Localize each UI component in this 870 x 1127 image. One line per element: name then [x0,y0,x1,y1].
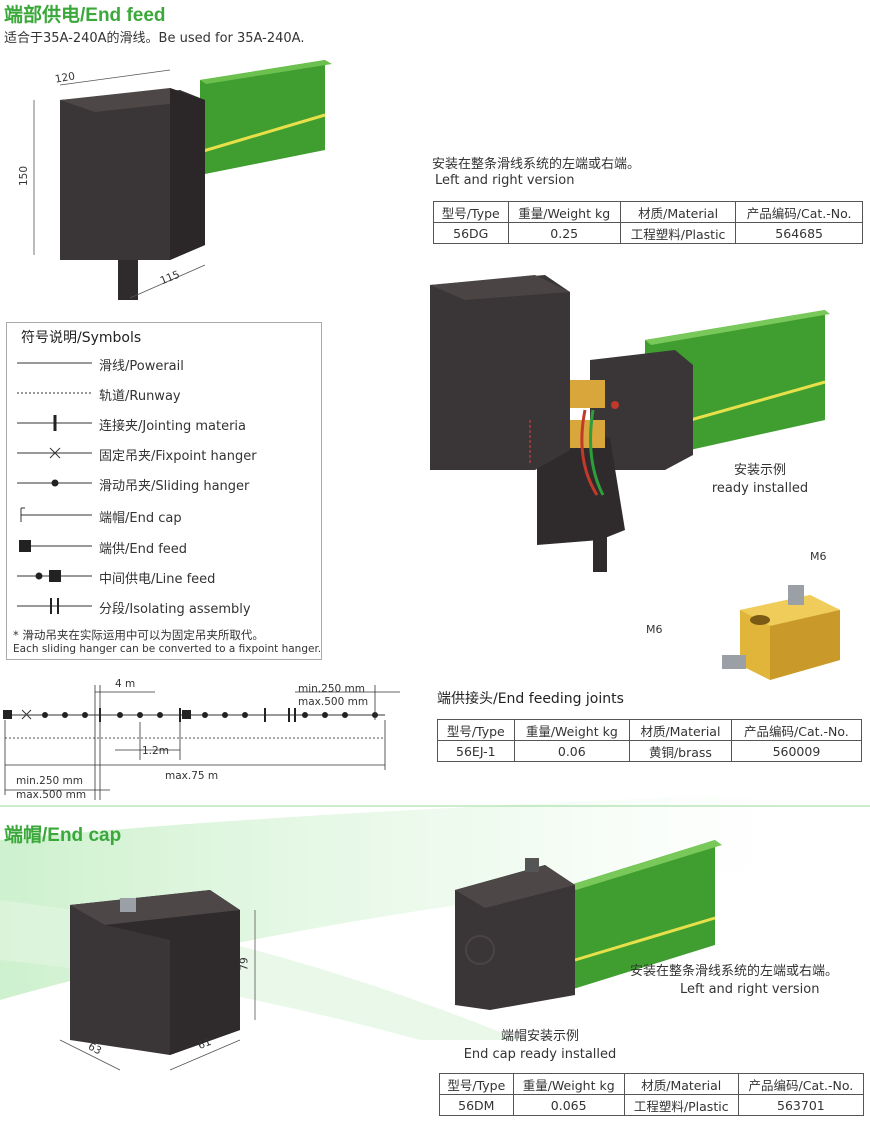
end-feed-spec-table: 型号/Type 重量/Weight kg 材质/Material 产品编码/Ca… [433,201,863,244]
end-feed-dim-height: 150 [18,165,31,187]
runway-dotted-line-icon [17,392,92,394]
end-feed-icon [19,540,92,552]
table-header-cell: 产品编码/Cat.-No. [737,1073,865,1095]
table-header-cell: 产品编码/Cat.-No. [730,719,863,741]
table-header-cell: 型号/Type [437,719,515,741]
symbol-label: 端供/End feed [99,542,188,557]
feeding-joint-drawing [722,585,840,680]
section-title-end-cap: 端帽/End cap [4,825,122,846]
symbol-label: 分段/Isolating assembly [99,602,251,617]
symbol-label: 中间供电/Line feed [99,572,216,587]
table-header-row: 型号/Type 重量/Weight kg 材质/Material 产品编码/Ca… [433,201,863,223]
symbol-label: 端帽/End cap [99,511,182,526]
layout-max-left: max.500 mm [16,789,87,801]
table-header-cell: 产品编码/Cat.-No. [735,201,863,223]
symbol-row-end-feed: 端供/End feed [7,536,317,557]
table-header-cell: 重量/Weight kg [512,1073,625,1095]
end-cap-installed-en: End cap ready installed [463,1047,617,1062]
symbol-row-sliding: 滑动吊夹/Sliding hanger [7,473,317,494]
table-cell: 0.06 [513,740,631,762]
symbol-label: 连接夹/Jointing materia [99,419,246,434]
symbols-title: 符号说明/Symbols [21,330,142,346]
end-feed-subtitle: 适合于35A-240A的滑线。Be used for 35A-240A. [4,31,305,46]
table-row: 56EJ-1 0.06 黄铜/brass 560009 [437,740,863,762]
powerail-line-icon [17,362,92,364]
end-feed-location-cn: 安装在整条滑线系统的左端或右端。 [432,157,641,172]
end-cap-drawing [59,890,256,1071]
layout-total: max.75 m [165,770,219,782]
symbol-row-fixpoint: 固定吊夹/Fixpoint hanger [7,443,317,464]
end-cap-location-en: Left and right version [680,982,820,997]
isolating-icon [17,598,92,614]
table-cell: 56DG [433,222,509,244]
table-cell: 0.25 [507,222,621,244]
table-row: 56DG 0.25 工程塑料/Plastic 564685 [433,222,863,244]
table-cell: 工程塑料/Plastic [623,1094,739,1116]
feeding-joint-title: 端供接头/End feeding joints [437,691,624,707]
symbol-row-runway: 轨道/Runway [7,383,317,404]
symbol-row-isolating: 分段/Isolating assembly [7,596,317,617]
layout-spacing: 4 m [115,678,136,690]
symbol-label: 轨道/Runway [99,389,181,404]
feeding-joint-spec-table: 型号/Type 重量/Weight kg 材质/Material 产品编码/Ca… [437,719,863,762]
jointing-icon [17,415,92,431]
sliding-hanger-icon [17,479,92,487]
layout-min-right: min.250 mm [298,683,365,695]
table-cell: 工程塑料/Plastic [619,222,737,244]
table-cell: 564685 [735,222,863,244]
symbols-legend: 符号说明/Symbols 滑线/Powerail 轨道/Runway 连接夹/J… [6,322,322,660]
symbol-label: 滑线/Powerail [99,359,184,374]
fixpoint-hanger-icon [17,447,92,459]
line-feed-icon [17,570,92,582]
end-feed-drawing [33,60,332,300]
symbol-row-powerail: 滑线/Powerail [7,353,317,374]
feeding-joint-m6-top: M6 [810,550,827,563]
end-cap-icon [20,507,92,522]
layout-min-left: min.250 mm [16,775,83,787]
symbol-row-end-cap: 端帽/End cap [7,505,317,526]
end-feed-location-en: Left and right version [435,173,575,188]
symbol-label: 固定吊夹/Fixpoint hanger [99,449,257,464]
symbols-note-cn: * 滑动吊夹在实际运用中可以为固定吊夹所取代。 [13,628,264,642]
table-cell: 563701 [737,1094,865,1116]
layout-max-right: max.500 mm [298,696,369,708]
table-header-cell: 型号/Type [439,1073,514,1095]
table-header-row: 型号/Type 重量/Weight kg 材质/Material 产品编码/Ca… [439,1073,865,1095]
table-cell: 黄铜/brass [629,740,732,762]
feeding-joint-m6-left: M6 [646,623,663,636]
layout-joint-gap: 1.2m [142,745,169,757]
end-cap-installed-cn: 端帽安装示例 [500,1029,579,1044]
section-title-end-feed: 端部供电/End feed [4,5,166,26]
symbol-row-line-feed: 中间供电/Line feed [7,566,317,587]
table-header-cell: 重量/Weight kg [507,201,621,223]
symbol-row-jointing: 连接夹/Jointing materia [7,413,317,434]
table-row: 56DM 0.065 工程塑料/Plastic 563701 [439,1094,865,1116]
table-header-cell: 材质/Material [623,1073,739,1095]
table-cell: 0.065 [512,1094,625,1116]
table-header-cell: 型号/Type [433,201,509,223]
table-header-cell: 材质/Material [619,201,737,223]
end-cap-dim-height: 79 [238,957,251,971]
symbols-note-en: Each sliding hanger can be converted to … [13,643,322,655]
end-cap-installed-drawing [455,840,722,1010]
end-feed-installed-drawing [430,275,830,572]
symbol-label: 滑动吊夹/Sliding hanger [99,479,250,494]
table-header-row: 型号/Type 重量/Weight kg 材质/Material 产品编码/Ca… [437,719,863,741]
table-cell: 560009 [730,740,863,762]
end-feed-installed-cn: 安装示例 [733,463,786,478]
layout-diagram [3,685,400,800]
end-feed-installed-en: ready installed [711,481,809,496]
table-header-cell: 重量/Weight kg [513,719,631,741]
end-cap-location-cn: 安装在整条滑线系统的左端或右端。 [630,964,839,979]
end-cap-spec-table: 型号/Type 重量/Weight kg 材质/Material 产品编码/Ca… [439,1073,865,1116]
table-cell: 56DM [439,1094,514,1116]
table-header-cell: 材质/Material [629,719,732,741]
table-cell: 56EJ-1 [437,740,515,762]
